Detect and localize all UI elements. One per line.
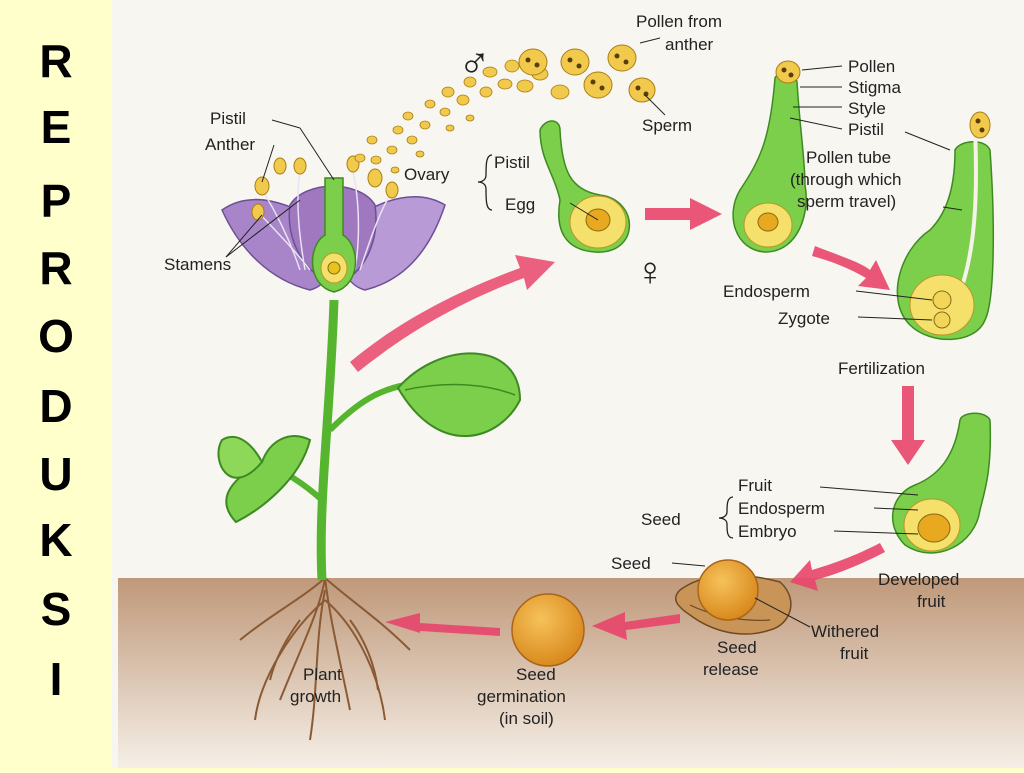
reproduction-diagram: Pistil Anther Stamens Pollen from anther…	[118, 12, 1024, 768]
label-pollen-from-anther-2: anther	[665, 35, 714, 54]
pollen-grains-large	[518, 44, 656, 103]
label-pistil-flower: Pistil	[210, 109, 246, 128]
arrow-to-withered	[790, 543, 885, 591]
label-egg: Egg	[505, 195, 535, 214]
flower	[221, 155, 446, 293]
female-symbol-icon: ♀	[635, 250, 665, 294]
label-pollen-from-anther: Pollen from	[636, 12, 722, 31]
withered-fruit	[674, 559, 792, 635]
arrow-plant-to-ovary	[350, 255, 555, 372]
label-pollen-tube-2: (through which	[790, 170, 902, 189]
label-stamens: Stamens	[164, 255, 231, 274]
label-developed-fruit: Developed	[878, 570, 959, 589]
arrow-egg-to-pollinated	[645, 198, 722, 230]
flow-arrows	[350, 198, 925, 640]
title-letter: U	[39, 448, 73, 500]
title-letter: D	[39, 380, 73, 432]
pollen-stream	[354, 59, 570, 174]
ovary-pistil	[539, 120, 631, 253]
arrow-to-fertilization	[812, 246, 890, 290]
title-letter: P	[40, 175, 72, 227]
released-seed	[697, 559, 759, 621]
label-stigma: Stigma	[848, 78, 901, 97]
label-ovary: Ovary	[404, 165, 450, 184]
seed-brace	[718, 496, 734, 539]
label-fruit: Fruit	[738, 476, 772, 495]
arrow-to-germination	[592, 612, 680, 640]
male-symbol-icon: ♂	[458, 39, 491, 88]
soil	[118, 578, 1024, 768]
title-letter: R	[39, 242, 73, 294]
label-anther: Anther	[205, 135, 255, 154]
arrow-down-to-fruit	[891, 386, 925, 465]
label-sperm: Sperm	[642, 116, 692, 135]
diagram-panel: Pistil Anther Stamens Pollen from anther…	[112, 0, 1024, 768]
title-letter: O	[38, 310, 74, 362]
pistil-pollinated	[732, 60, 807, 253]
arrow-to-plant-growth	[385, 613, 500, 636]
anthers	[251, 155, 399, 221]
label-plant-growth-2: growth	[290, 687, 341, 706]
leaf-right	[396, 352, 522, 437]
roots	[239, 577, 411, 741]
label-pistil-ovary: Pistil	[494, 153, 530, 172]
label-style: Style	[848, 99, 886, 118]
leader-lines	[225, 37, 963, 628]
label-fertilization: Fertilization	[838, 359, 925, 378]
label-withered-fruit: Withered	[811, 622, 879, 641]
leaf-left	[225, 435, 312, 524]
label-seed-release-2: release	[703, 660, 759, 679]
title-letter: I	[49, 653, 63, 705]
label-seed-brace: Seed	[641, 510, 681, 529]
title-letter: E	[40, 101, 72, 153]
label-seed-germination: Seed	[516, 665, 556, 684]
label-endosperm-2: Endosperm	[738, 499, 825, 518]
germinating-seed	[511, 593, 585, 667]
title-letter: S	[40, 583, 72, 635]
label-seed-germination-3: (in soil)	[499, 709, 554, 728]
label-plant-growth: Plant	[303, 665, 342, 684]
developed-fruit	[891, 412, 992, 554]
label-developed-fruit-2: fruit	[917, 592, 946, 611]
label-withered-fruit-2: fruit	[840, 644, 869, 663]
label-pollen-tube-3: sperm travel)	[797, 192, 896, 211]
label-pollen: Pollen	[848, 57, 895, 76]
label-endosperm: Endosperm	[723, 282, 810, 301]
label-seed-germination-2: germination	[477, 687, 566, 706]
ovary-brace	[477, 154, 493, 211]
title-letter: K	[39, 514, 73, 566]
label-pollen-tube: Pollen tube	[806, 148, 891, 167]
label-pistil-right: Pistil	[848, 120, 884, 139]
plant-stem	[316, 299, 339, 581]
label-seed: Seed	[611, 554, 651, 573]
pistil-pollen-tube	[896, 111, 995, 341]
title-letter: R	[39, 35, 73, 87]
label-zygote: Zygote	[778, 309, 830, 328]
label-embryo: Embryo	[738, 522, 797, 541]
vertical-title: R E P R O D U K S I	[0, 0, 112, 768]
label-seed-release: Seed	[717, 638, 757, 657]
